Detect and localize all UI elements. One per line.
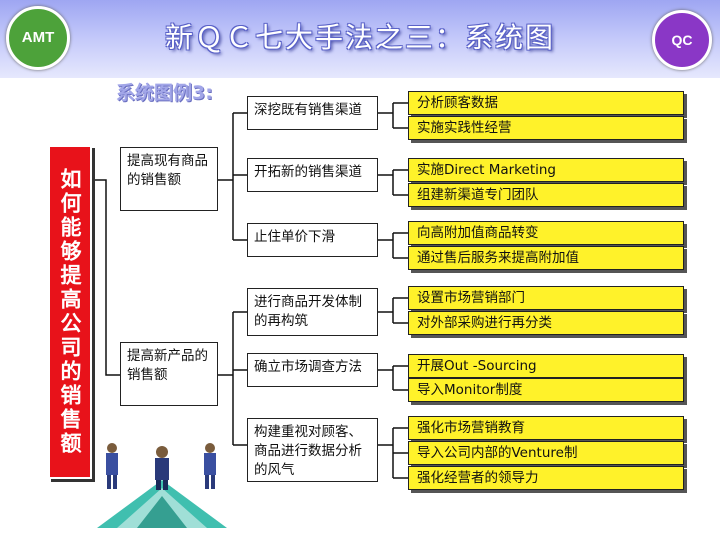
leaf-venture-system: 导入公司内部的Venture制	[408, 441, 684, 465]
leaf-marketing-department: 设置市场营销部门	[408, 286, 684, 310]
leaf-monitor-system: 导入Monitor制度	[408, 378, 684, 402]
team-figures-illustration	[97, 443, 227, 528]
level1-existing-products: 提高现有商品的销售额	[120, 147, 218, 211]
branch-data-culture: 构建重视对顾客、商品进行数据分析的风气	[247, 418, 378, 482]
branch-stop-price-drop: 止住单价下滑	[247, 223, 378, 257]
leaf-procurement-reclassify: 对外部采购进行再分类	[408, 311, 684, 335]
diagram-subtitle: 系统图例3:	[116, 82, 213, 104]
leaf-leadership: 强化经营者的领导力	[408, 466, 684, 490]
branch-deepen-channels: 深挖既有销售渠道	[247, 96, 378, 130]
goal-box: 如何能够提高公司的销售额	[48, 145, 92, 479]
qc-logo: QC	[652, 10, 712, 70]
amt-logo: AMT	[6, 6, 70, 70]
branch-new-channels: 开拓新的销售渠道	[247, 158, 378, 192]
leaf-direct-marketing: 实施Direct Marketing	[408, 158, 684, 182]
leaf-high-value-products: 向高附加值商品转变	[408, 221, 684, 245]
header-banner	[0, 0, 720, 78]
page-title: 新ＱＣ七大手法之三：系统图	[164, 21, 555, 54]
level1-new-products: 提高新产品的销售额	[120, 342, 218, 406]
leaf-after-sales-value: 通过售后服务来提高附加值	[408, 246, 684, 270]
leaf-marketing-education: 强化市场营销教育	[408, 416, 684, 440]
branch-market-research: 确立市场调查方法	[247, 353, 378, 387]
leaf-new-channel-team: 组建新渠道专门团队	[408, 183, 684, 207]
leaf-analyze-customer-data: 分析顾客数据	[408, 91, 684, 115]
branch-rebuild-development: 进行商品开发体制的再构筑	[247, 288, 378, 336]
leaf-outsourcing: 开展Out -Sourcing	[408, 354, 684, 378]
leaf-practical-management: 实施实践性经营	[408, 116, 684, 140]
